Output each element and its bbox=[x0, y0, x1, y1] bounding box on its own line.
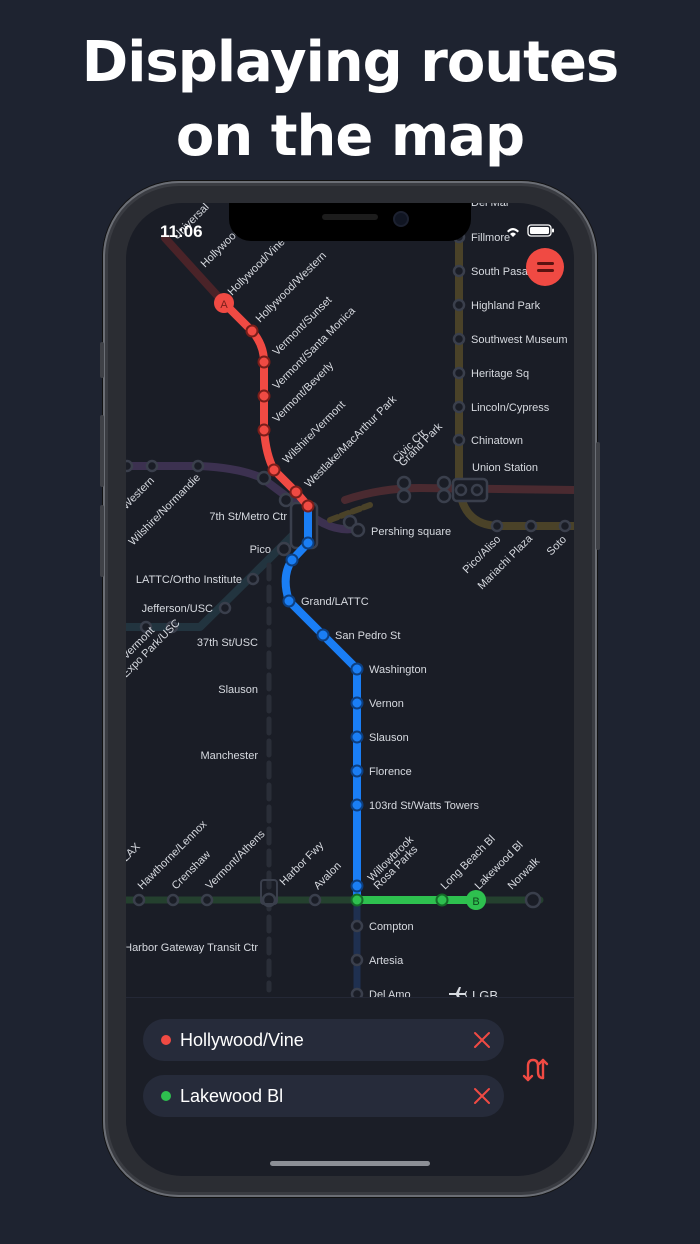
label-chinatown: Chinatown bbox=[471, 435, 523, 447]
label-lattc: LATTC/Ortho Institute bbox=[136, 574, 242, 586]
from-station-label: Hollywood/Vine bbox=[180, 1030, 304, 1050]
menu-icon bbox=[537, 262, 554, 265]
volume-up-button bbox=[100, 415, 104, 487]
clear-to-button[interactable] bbox=[473, 1087, 491, 1105]
end-marker-label: B bbox=[472, 896, 479, 908]
dim-red-line bbox=[161, 234, 228, 307]
volume-down-button bbox=[100, 505, 104, 577]
to-dot bbox=[161, 1091, 171, 1101]
to-station-field[interactable]: Lakewood Bl bbox=[143, 1075, 504, 1117]
label-highland-park: Highland Park bbox=[471, 300, 541, 312]
label-usc37: 37th St/USC bbox=[197, 637, 258, 649]
label-mariachi-plaza: Mariachi Plaza bbox=[476, 532, 536, 592]
label-vermont-athens: Vermont/Athens bbox=[204, 828, 268, 892]
label-del-mar: Del Mar bbox=[471, 197, 510, 209]
power-button bbox=[596, 442, 600, 550]
label-jefferson-usc: Jefferson/USC bbox=[142, 603, 213, 615]
label-lgb: LGB bbox=[472, 988, 498, 1003]
from-dot bbox=[161, 1035, 171, 1045]
mute-switch bbox=[100, 342, 104, 378]
end-marker[interactable] bbox=[466, 890, 486, 910]
from-station-field[interactable]: Hollywood/Vine bbox=[143, 1019, 504, 1061]
purple-line bbox=[126, 462, 362, 534]
label-washington: Washington bbox=[369, 664, 427, 676]
front-camera bbox=[393, 211, 409, 227]
label-heritage-sq: Heritage Sq bbox=[471, 368, 529, 380]
label-western: Western bbox=[120, 475, 157, 512]
swap-route-button[interactable] bbox=[518, 1052, 552, 1086]
label-seventh-metro: 7th St/Metro Ctr bbox=[209, 511, 287, 523]
status-icons bbox=[507, 224, 554, 237]
start-marker-label: A bbox=[220, 299, 228, 311]
speaker bbox=[322, 214, 378, 220]
label-westlake: Westlake/MacArthur Park bbox=[303, 393, 400, 490]
dim-connector bbox=[327, 502, 373, 523]
headline-line-1: Displaying routes bbox=[81, 30, 620, 95]
swap-route-icon bbox=[522, 1058, 549, 1082]
status-time: 11:06 bbox=[160, 222, 203, 241]
label-san-pedro: San Pedro St bbox=[335, 630, 400, 642]
label-watts: 103rd St/Watts Towers bbox=[369, 800, 480, 812]
blue-route bbox=[281, 502, 361, 904]
label-slauson-j: Slauson bbox=[218, 684, 258, 696]
label-artesia: Artesia bbox=[369, 955, 404, 967]
x-icon bbox=[474, 1032, 490, 1048]
menu-icon-bar bbox=[537, 269, 554, 272]
label-harbor-gateway: Harbor Gateway Transit Ctr bbox=[124, 942, 258, 954]
label-florence: Florence bbox=[369, 766, 412, 778]
label-lax: LAX bbox=[120, 840, 144, 864]
label-hollywood-vine: Hollywood/Vine bbox=[226, 236, 288, 298]
label-southwest-museum: Southwest Museum bbox=[471, 334, 568, 346]
label-lincoln-cypress: Lincoln/Cypress bbox=[471, 402, 550, 414]
label-del-amo: Del Amo bbox=[369, 989, 411, 1001]
notch bbox=[229, 203, 471, 241]
label-fillmore: Fillmore bbox=[471, 232, 510, 244]
label-wilshire-normandie: Wilshire/Normandie bbox=[127, 472, 203, 548]
label-slauson-blue: Slauson bbox=[369, 732, 409, 744]
wifi-icon bbox=[507, 228, 519, 237]
headline: Displaying routes on the map bbox=[0, 26, 700, 174]
x-icon bbox=[474, 1088, 490, 1104]
menu-button[interactable] bbox=[526, 248, 564, 286]
label-soto: Soto bbox=[545, 534, 569, 558]
headline-line-2: on the map bbox=[175, 104, 525, 169]
label-vernon: Vernon bbox=[369, 698, 404, 710]
to-station-label: Lakewood Bl bbox=[180, 1086, 284, 1106]
start-marker[interactable] bbox=[214, 293, 234, 313]
label-manchester: Manchester bbox=[201, 750, 259, 762]
label-avalon: Avalon bbox=[312, 860, 344, 892]
label-union-station: Union Station bbox=[472, 462, 538, 474]
label-pershing: Pershing square bbox=[371, 526, 451, 538]
clear-from-button[interactable] bbox=[473, 1031, 491, 1049]
label-grand-lattc: Grand/LATTC bbox=[301, 596, 369, 608]
battery-icon bbox=[527, 224, 554, 237]
home-indicator bbox=[270, 1161, 430, 1166]
label-compton: Compton bbox=[369, 921, 414, 933]
label-pico: Pico bbox=[250, 544, 271, 556]
dim-el-line bbox=[341, 484, 574, 504]
airport-icon bbox=[449, 987, 467, 997]
